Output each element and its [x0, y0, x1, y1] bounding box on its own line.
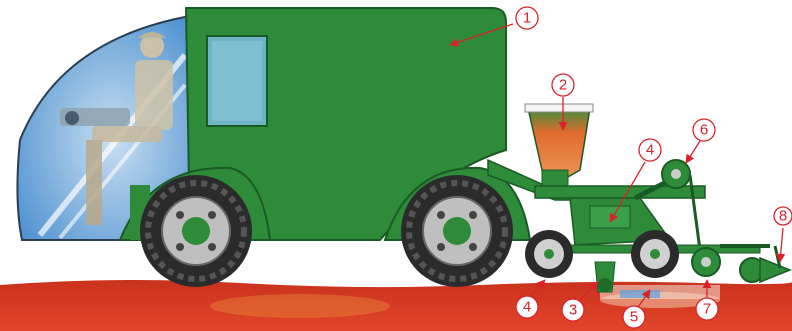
svg-text:4: 4: [646, 142, 654, 159]
front-wheel: [140, 175, 252, 287]
callout-4-bottom: 4: [516, 296, 538, 318]
soil-ground: [0, 280, 792, 331]
svg-text:4: 4: [523, 299, 531, 316]
svg-text:5: 5: [630, 309, 638, 326]
svg-text:8: 8: [779, 208, 787, 225]
gauge-wheel-right: [631, 230, 679, 278]
callout-3: 3: [562, 299, 584, 321]
furrow-opener: [595, 262, 615, 292]
press-wheel-top: [662, 160, 690, 188]
callout-6: 6: [693, 119, 715, 141]
seed-hopper: [525, 104, 593, 192]
svg-text:3: 3: [569, 302, 577, 319]
callout-8: 8: [774, 207, 792, 225]
svg-text:2: 2: [559, 77, 567, 94]
svg-text:6: 6: [700, 122, 708, 139]
closing-wheel: [692, 248, 720, 276]
callout-5: 5: [623, 306, 645, 328]
callout-7: 7: [696, 298, 718, 320]
rear-wheel: [401, 175, 513, 287]
svg-text:1: 1: [523, 10, 531, 27]
callout-1: 1: [516, 7, 538, 29]
gauge-wheel-left: [525, 230, 573, 278]
callout-4-top: 4: [639, 139, 661, 161]
svg-text:7: 7: [703, 301, 711, 318]
callout-2: 2: [552, 74, 574, 96]
